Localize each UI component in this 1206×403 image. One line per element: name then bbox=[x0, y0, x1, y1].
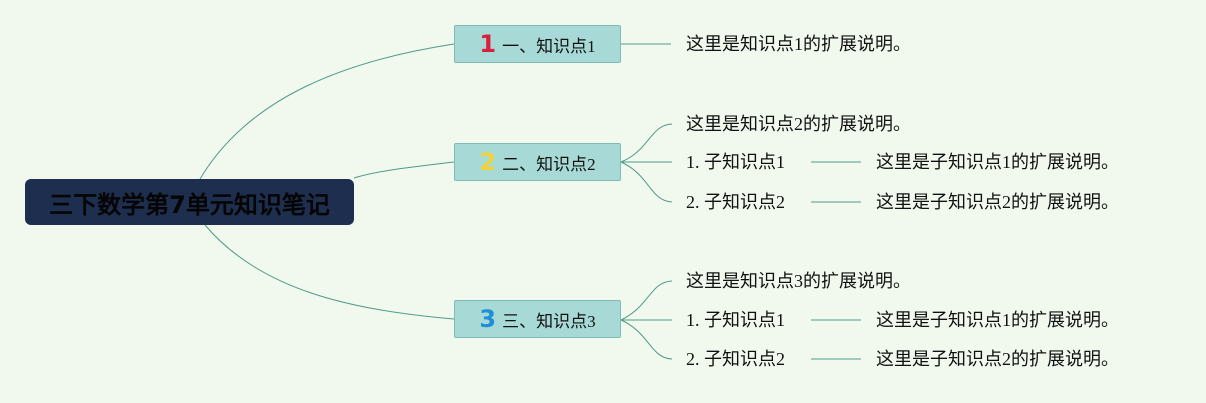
subtopic-note-3-2[interactable]: 这里是子知识点2的扩展说明。 bbox=[876, 349, 1119, 369]
subtopic-2-2[interactable]: 2. 子知识点2 bbox=[686, 192, 785, 212]
topic-note-3[interactable]: 这里是知识点3的扩展说明。 bbox=[686, 271, 911, 291]
root-title: 三下数学第7单元知识笔记 bbox=[49, 190, 330, 219]
topic-node-3[interactable]: 3 三、知识点3 bbox=[454, 300, 621, 338]
connector-root-topic2 bbox=[353, 161, 455, 179]
number-badge-3: 3 bbox=[479, 305, 497, 333]
topic-note-2[interactable]: 这里是知识点2的扩展说明。 bbox=[686, 114, 911, 134]
topic-label-2: 二、知识点2 bbox=[502, 154, 596, 174]
root-node[interactable]: 三下数学第7单元知识笔记 bbox=[25, 179, 354, 225]
connector-topic2-sub2 bbox=[620, 161, 673, 203]
subtopic-note-3-1[interactable]: 这里是子知识点1的扩展说明。 bbox=[876, 310, 1119, 330]
number-badge-2: 2 bbox=[479, 148, 497, 176]
connector-topic3-sub2 bbox=[620, 319, 673, 360]
subtopic-3-1[interactable]: 1. 子知识点1 bbox=[686, 310, 785, 330]
subtopic-note-2-2[interactable]: 这里是子知识点2的扩展说明。 bbox=[876, 192, 1119, 212]
connector-topic3-note bbox=[620, 280, 673, 321]
topic-note-1[interactable]: 这里是知识点1的扩展说明。 bbox=[686, 34, 911, 54]
connector-root-topic3 bbox=[204, 224, 455, 320]
topic-label-3: 三、知识点3 bbox=[502, 311, 596, 331]
subtopic-note-2-1[interactable]: 这里是子知识点1的扩展说明。 bbox=[876, 152, 1119, 172]
topic-node-2[interactable]: 2 二、知识点2 bbox=[454, 143, 621, 181]
connector-root-topic1 bbox=[199, 43, 455, 180]
topic-node-1[interactable]: 1 一、知识点1 bbox=[454, 25, 621, 63]
number-badge-1: 1 bbox=[479, 30, 497, 58]
subtopic-3-2[interactable]: 2. 子知识点2 bbox=[686, 349, 785, 369]
topic-label-1: 一、知识点1 bbox=[502, 36, 596, 56]
connector-topic2-note bbox=[620, 123, 673, 163]
subtopic-2-1[interactable]: 1. 子知识点1 bbox=[686, 152, 785, 172]
